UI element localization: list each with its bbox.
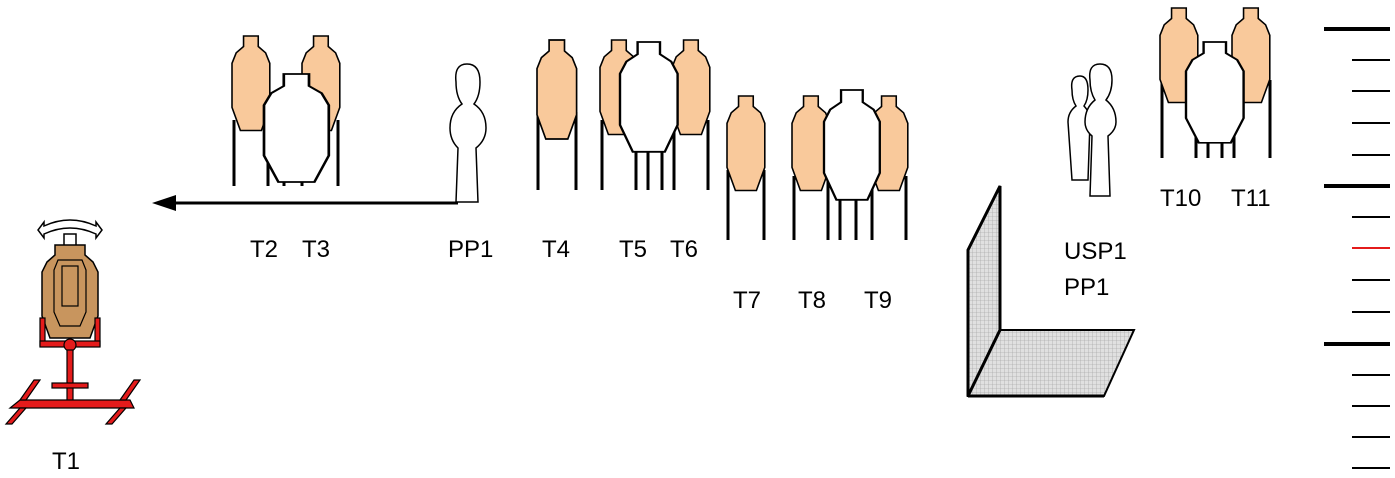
target-group-t8-t9	[791, 88, 909, 240]
label-pp1: PP1	[448, 236, 494, 263]
label-t2: T2	[250, 236, 279, 263]
target-group-t5-t6	[599, 39, 711, 190]
label-t1: T1	[52, 448, 81, 475]
label-pp1-b: PP1	[1064, 274, 1110, 301]
label-t8: T8	[798, 287, 827, 314]
pepper-popper-pp1	[449, 63, 487, 203]
label-t9: T9	[864, 287, 893, 314]
target-group-t10-t11	[1159, 7, 1272, 158]
t1-swinger-target	[4, 219, 142, 425]
distance-scale	[1324, 27, 1390, 469]
target-group-t2-t3	[231, 35, 341, 186]
target-t7	[726, 95, 766, 240]
label-t4: T4	[542, 236, 571, 263]
target-t4	[536, 39, 578, 190]
label-t11: T11	[1231, 185, 1271, 212]
poppers-usp1-pp1	[1067, 63, 1117, 197]
rotate-arrow-icon	[37, 219, 103, 241]
label-t5: T5	[619, 236, 648, 263]
label-usp1: USP1	[1064, 238, 1127, 265]
label-t10: T10	[1160, 185, 1202, 212]
movement-arrow	[152, 195, 458, 211]
barricade-wall	[966, 185, 1136, 398]
label-t3: T3	[302, 236, 331, 263]
label-t7: T7	[733, 287, 762, 314]
label-t6: T6	[670, 236, 699, 263]
